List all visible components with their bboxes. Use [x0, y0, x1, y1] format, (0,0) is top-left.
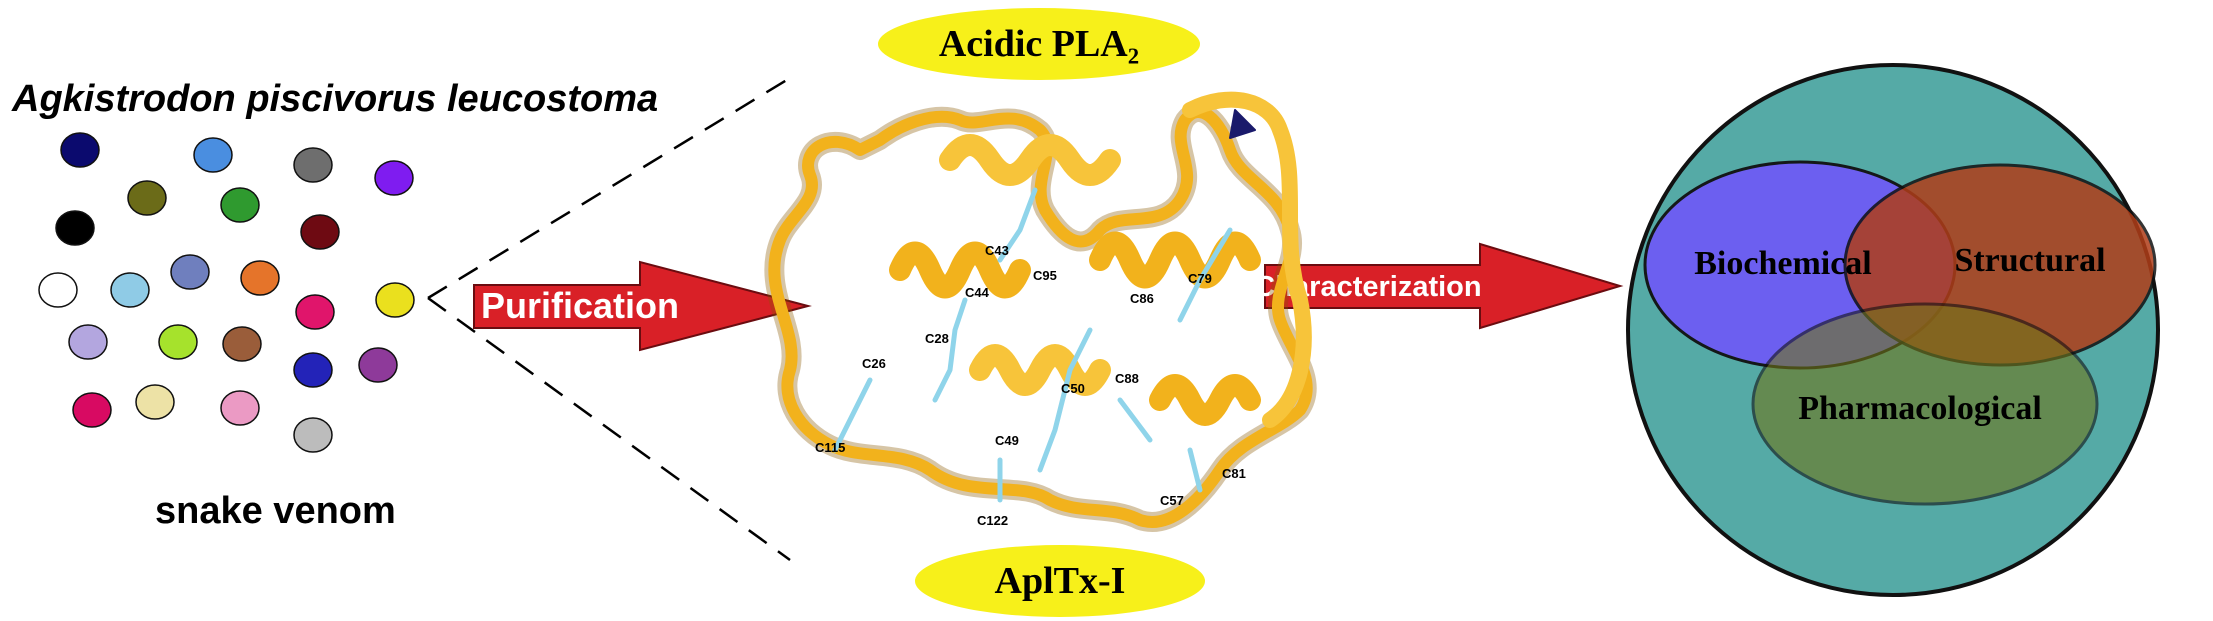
zoom-line-lower	[427, 296, 791, 562]
helix-3	[1089, 231, 1261, 289]
helix-4	[969, 344, 1111, 396]
venn-label-biochemical: Biochemical	[1694, 245, 1872, 282]
residue-label: C50	[1061, 381, 1085, 396]
residue-label: C122	[977, 513, 1008, 528]
venn-set-pharmacological	[1751, 302, 2099, 506]
protein-class-oval: Acidic PLA₂	[878, 8, 1200, 80]
residue-label: C95	[1033, 268, 1057, 283]
residue-label: C43	[985, 243, 1009, 258]
venom-component-dot	[222, 326, 262, 362]
venom-component-dot	[193, 137, 233, 173]
venom-component-dot	[68, 324, 108, 360]
venom-component-dot	[170, 254, 210, 290]
venom-component-dot	[374, 160, 414, 196]
venn-label-pharmacological: Pharmacological	[1798, 390, 2042, 427]
venom-components	[38, 132, 415, 453]
helix-5	[1149, 374, 1261, 426]
venom-component-dot	[358, 347, 398, 383]
residue-label: C49	[995, 433, 1019, 448]
residue-label: C86	[1130, 291, 1154, 306]
beta-strand	[1182, 91, 1312, 428]
venom-component-dot	[293, 417, 333, 453]
venom-component-dot	[135, 384, 175, 420]
residue-label: C28	[925, 331, 949, 346]
venom-component-dot	[38, 272, 78, 308]
residue-label: C115	[815, 440, 845, 455]
residue-label: C81	[1222, 466, 1246, 481]
beta-arrowhead	[1229, 109, 1256, 139]
purification-arrow	[473, 260, 812, 352]
purification-label: Purification	[481, 285, 679, 326]
residue-label: C26	[862, 356, 886, 371]
helix-1	[939, 134, 1121, 186]
zoom-line-upper	[427, 76, 791, 300]
residue-label: C44	[965, 285, 990, 300]
venom-component-dot	[60, 132, 100, 168]
residue-label: C79	[1188, 271, 1212, 286]
venom-component-dot	[295, 294, 335, 330]
venom-component-dot	[55, 210, 95, 246]
residue-label: C88	[1115, 371, 1139, 386]
venn-label-structural: Structural	[1954, 242, 2106, 279]
residue-labels: C43 C95 C44 C28 C26 C86 C79 C50 C88 C49 …	[815, 243, 1246, 528]
venom-component-dot	[158, 324, 198, 360]
species-name: Agkistrodon piscivorus leucostoma	[12, 78, 659, 120]
venom-component-dot	[240, 260, 280, 296]
venom-component-dot	[220, 390, 260, 426]
venom-component-dot	[293, 352, 333, 388]
venom-component-dot	[293, 147, 333, 183]
venom-component-dot	[72, 392, 112, 428]
venom-component-dot	[220, 187, 260, 223]
venom-component-dot	[300, 214, 340, 250]
disulfide-bonds	[832, 187, 1233, 503]
venom-caption: snake venom	[155, 490, 396, 532]
helix-2	[889, 241, 1031, 299]
toxin-name-oval: AplTx-I	[915, 545, 1205, 617]
venom-component-dot	[127, 180, 167, 216]
venom-component-dot	[110, 272, 150, 308]
venom-component-dot	[375, 282, 415, 318]
protein-structure	[764, 91, 1317, 532]
residue-label: C57	[1160, 493, 1184, 508]
